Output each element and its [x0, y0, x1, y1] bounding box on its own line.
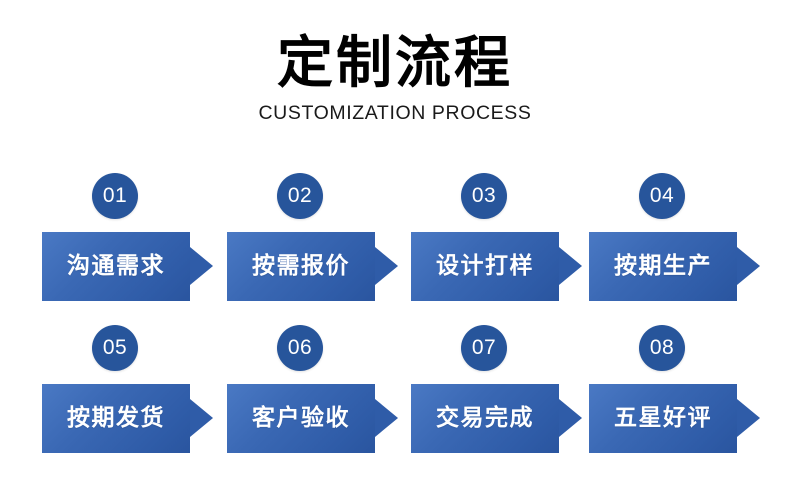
step-badge: 01: [92, 173, 138, 219]
step-label: 设计打样: [436, 253, 534, 279]
step-banner[interactable]: 按期生产: [589, 232, 760, 301]
step-badge: 08: [639, 325, 685, 371]
step-banner-body: 按需报价: [227, 232, 375, 301]
step-banner[interactable]: 按期发货: [42, 384, 213, 453]
step-badge: 07: [461, 325, 507, 371]
step-banner[interactable]: 交易完成: [411, 384, 582, 453]
step-badge: 05: [92, 325, 138, 371]
step-badge: 04: [639, 173, 685, 219]
flow-step-07[interactable]: 07 交易完成: [411, 325, 582, 455]
step-banner-body: 沟通需求: [42, 232, 190, 301]
step-banner[interactable]: 设计打样: [411, 232, 582, 301]
step-label: 按需报价: [252, 253, 350, 279]
flow-step-06[interactable]: 06 客户验收: [227, 325, 398, 455]
step-number: 07: [471, 336, 497, 359]
step-label: 沟通需求: [67, 253, 165, 279]
page-header: 定制流程 CUSTOMIZATION PROCESS: [0, 0, 790, 125]
flow-step-02[interactable]: 02 按需报价: [227, 173, 398, 303]
step-banner[interactable]: 沟通需求: [42, 232, 213, 301]
step-banner-body: 客户验收: [227, 384, 375, 453]
step-number: 01: [102, 184, 128, 207]
step-banner-body: 按期发货: [42, 384, 190, 453]
step-number: 03: [471, 184, 497, 207]
step-number: 08: [649, 336, 675, 359]
step-label: 按期发货: [67, 405, 165, 431]
step-banner-body: 五星好评: [589, 384, 737, 453]
step-banner-body: 按期生产: [589, 232, 737, 301]
step-arrow-icon: [375, 247, 398, 285]
step-number: 02: [287, 184, 313, 207]
step-arrow-icon: [737, 247, 760, 285]
flow-step-03[interactable]: 03 设计打样: [411, 173, 582, 303]
page-title: 定制流程: [277, 31, 513, 96]
flow-row-2: 05 按期发货 06 客户验收 07 交易完成: [42, 325, 762, 455]
page-subtitle: CUSTOMIZATION PROCESS: [258, 102, 532, 125]
step-label: 按期生产: [614, 253, 712, 279]
step-badge: 06: [277, 325, 323, 371]
step-banner[interactable]: 客户验收: [227, 384, 398, 453]
step-label: 客户验收: [252, 405, 350, 431]
step-arrow-icon: [559, 247, 582, 285]
step-number: 04: [649, 184, 675, 207]
step-arrow-icon: [375, 399, 398, 437]
step-label: 五星好评: [614, 405, 712, 431]
step-banner[interactable]: 按需报价: [227, 232, 398, 301]
step-arrow-icon: [559, 399, 582, 437]
step-arrow-icon: [190, 247, 213, 285]
step-badge: 03: [461, 173, 507, 219]
flow-row-1: 01 沟通需求 02 按需报价 03 设计打样: [42, 173, 762, 303]
step-number: 05: [102, 336, 128, 359]
step-arrow-icon: [190, 399, 213, 437]
flow-step-01[interactable]: 01 沟通需求: [42, 173, 213, 303]
flow-step-05[interactable]: 05 按期发货: [42, 325, 213, 455]
step-banner[interactable]: 五星好评: [589, 384, 760, 453]
flow-step-08[interactable]: 08 五星好评: [589, 325, 760, 455]
flow-step-04[interactable]: 04 按期生产: [589, 173, 760, 303]
step-arrow-icon: [737, 399, 760, 437]
step-label: 交易完成: [436, 405, 534, 431]
step-banner-body: 设计打样: [411, 232, 559, 301]
step-number: 06: [287, 336, 313, 359]
step-banner-body: 交易完成: [411, 384, 559, 453]
step-badge: 02: [277, 173, 323, 219]
